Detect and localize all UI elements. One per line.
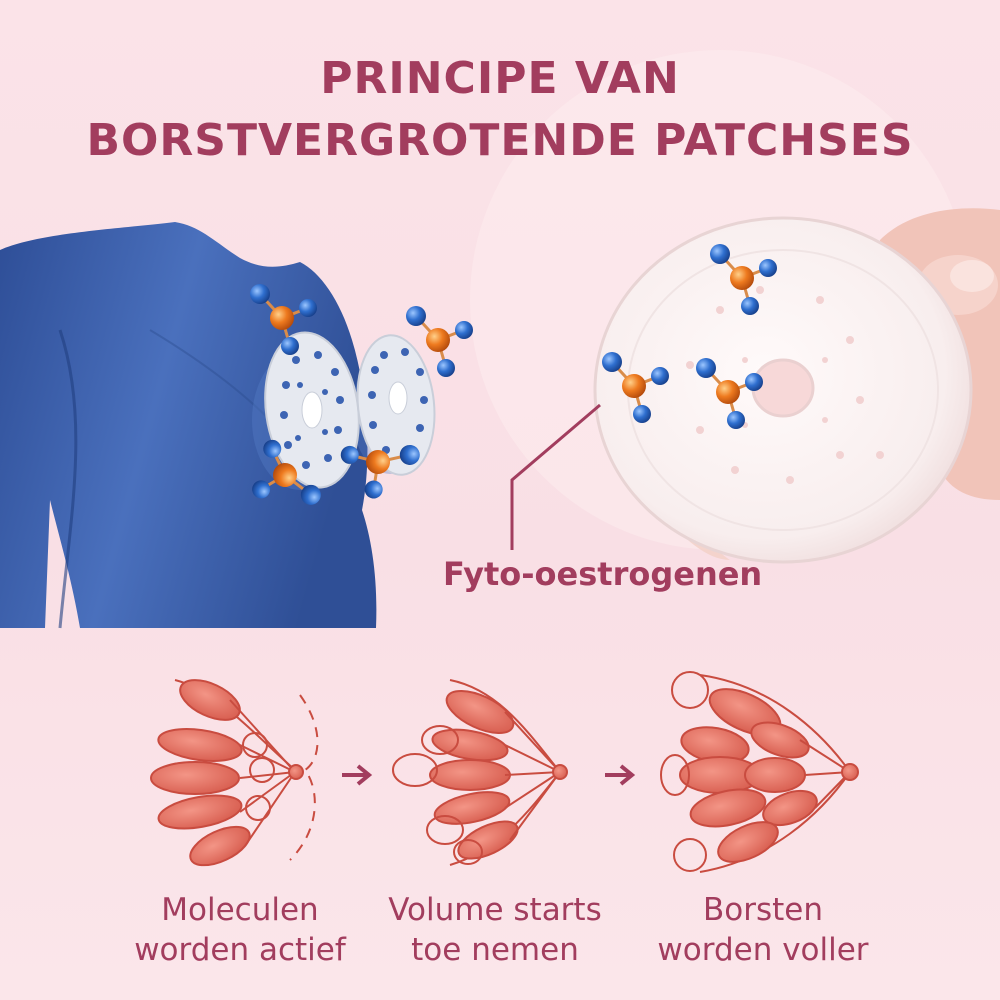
mammary-gland-stage-1 bbox=[150, 679, 319, 867]
arrow-right-icon bbox=[603, 764, 634, 786]
page-title: PRINCIPE VAN BORSTVERGROTENDE PATCHSES bbox=[0, 48, 1000, 172]
stage-label-1-line-2: worden actief bbox=[134, 932, 346, 968]
page-title-line-2: BORSTVERGROTENDE PATCHSES bbox=[86, 115, 914, 166]
stage-label-3-line-2: worden voller bbox=[657, 932, 869, 968]
stage-label-2-line-2: toe nemen bbox=[411, 932, 579, 968]
stage-label-1-line-1: Moleculen bbox=[161, 892, 319, 928]
patch-icon bbox=[593, 216, 973, 564]
callout-label: Fyto-oestrogenen bbox=[443, 555, 763, 593]
callout-line bbox=[510, 403, 601, 550]
mammary-gland-stage-2 bbox=[392, 679, 568, 866]
stage-label-2-line-1: Volume starts bbox=[388, 892, 602, 928]
stage-label-3-line-1: Borsten bbox=[702, 892, 823, 928]
patch-right bbox=[356, 334, 436, 476]
page-title-line-1: PRINCIPE VAN bbox=[320, 53, 680, 104]
mammary-gland-stage-3 bbox=[660, 671, 859, 873]
patch-left bbox=[264, 331, 360, 489]
stage-label-1: Moleculen worden actief bbox=[90, 890, 390, 970]
stage-label-3: Borsten worden voller bbox=[613, 890, 913, 970]
stage-label-2: Volume starts toe nemen bbox=[345, 890, 645, 970]
arrow-right-icon bbox=[340, 764, 371, 786]
